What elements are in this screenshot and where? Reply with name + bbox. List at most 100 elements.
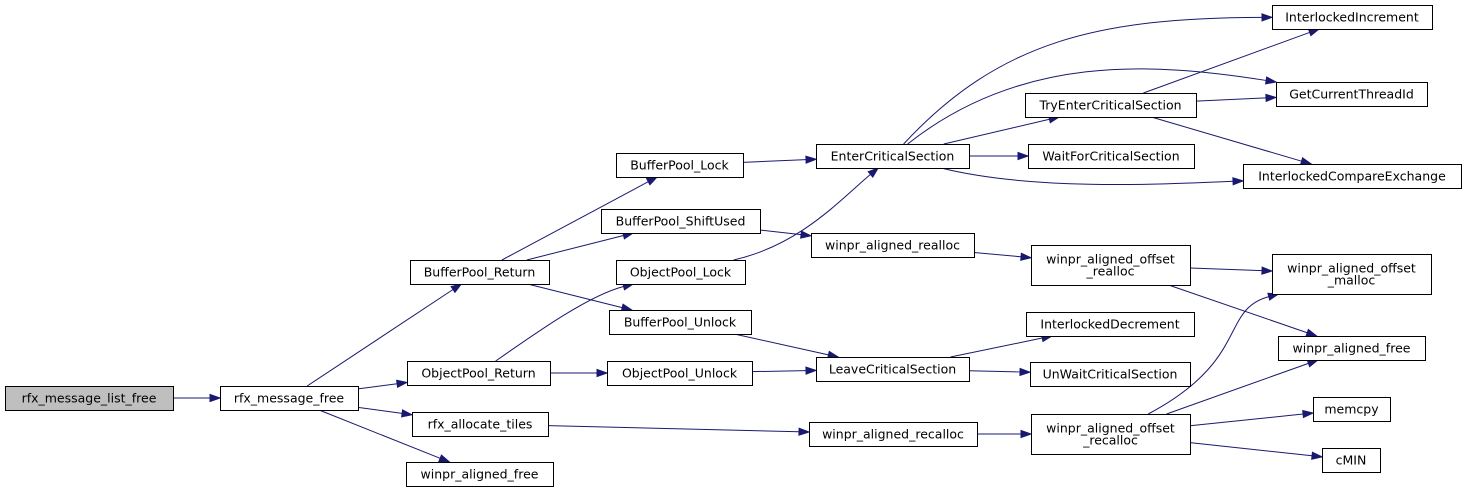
node-label: winpr_aligned_offset [1046, 421, 1175, 436]
node-label: rfx_message_free [234, 391, 345, 406]
edge-line [1189, 442, 1313, 457]
node-msgfree[interactable]: rfx_message_free [220, 386, 359, 411]
edge-line [306, 289, 454, 387]
node-memcpy[interactable]: memcpy [1313, 397, 1391, 422]
node-label: BufferPool_Unlock [624, 315, 737, 330]
node-op-return[interactable]: ObjectPool_Return [407, 361, 551, 386]
node-label: _realloc [1086, 264, 1135, 279]
edge-line [1166, 362, 1309, 415]
node-leave-cs[interactable]: LeaveCriticalSection [816, 357, 970, 382]
edge-enter_cs-to-gctid [907, 68, 1278, 145]
edge-line [495, 285, 624, 362]
edge-try_enter-to-gctid [1195, 93, 1278, 103]
node-gctid[interactable]: GetCurrentThreadId [1276, 82, 1428, 107]
edge-line [547, 425, 800, 433]
edge-line [733, 174, 871, 261]
node-box [1272, 5, 1433, 30]
edge-op_lock-to-enter_cs [733, 167, 880, 261]
edge-alloc_tiles-to-warc [547, 425, 811, 436]
node-box [1243, 164, 1462, 189]
edge-line [943, 118, 1050, 145]
node-idec[interactable]: InterlockedDecrement [1026, 312, 1195, 337]
edge-line [526, 234, 624, 261]
edge-root-to-msgfree [173, 393, 222, 403]
node-box [412, 412, 549, 437]
node-label: winpr_aligned_realloc [825, 238, 960, 253]
node-unwait[interactable]: UnWaitCriticalSection [1030, 362, 1191, 387]
arrowhead [805, 155, 818, 164]
node-waf2[interactable]: winpr_aligned_free [1278, 336, 1426, 361]
node-label: InterlockedDecrement [1040, 317, 1179, 332]
edge-bp_unlock-to-leave_cs [734, 333, 840, 359]
edge-line [734, 333, 829, 356]
node-try-enter[interactable]: TryEnterCriticalSection [1025, 93, 1197, 118]
node-label: winpr_aligned_offset [1046, 252, 1175, 267]
node-box [601, 209, 761, 234]
node-label: _recalloc [1082, 433, 1138, 448]
node-box [406, 462, 554, 487]
node-bp-unlock[interactable]: BufferPool_Unlock [609, 310, 752, 335]
edge-leave_cs-to-unwait [968, 367, 1032, 377]
node-bp-return[interactable]: BufferPool_Return [410, 260, 550, 285]
arrowhead [1264, 76, 1278, 85]
node-war[interactable]: winpr_aligned_realloc [811, 233, 975, 258]
node-label: GetCurrentThreadId [1289, 87, 1414, 102]
node-op-unlock[interactable]: ObjectPool_Unlock [607, 361, 753, 386]
node-box [407, 361, 551, 386]
edge-line [1189, 267, 1263, 272]
edge-waorc-to-cmin [1189, 442, 1324, 460]
edge-line [1147, 296, 1269, 415]
edge-line [1189, 413, 1304, 427]
arrowhead [1261, 13, 1274, 22]
node-label: winpr_aligned_free [421, 467, 539, 482]
node-box [220, 386, 359, 411]
edge-waorc-to-waom [1147, 292, 1280, 415]
node-box [816, 357, 970, 382]
edge-enter_cs-to-try_enter [943, 115, 1061, 145]
node-cmin[interactable]: cMIN [1322, 448, 1381, 473]
arrowhead [209, 393, 222, 403]
edge-line [357, 406, 403, 414]
node-label: TryEnterCriticalSection [1038, 98, 1181, 113]
arrowhead [401, 409, 414, 418]
node-box [1276, 82, 1428, 107]
node-root[interactable]: rfx_message_list_free [5, 386, 174, 411]
node-bp-lock[interactable]: BufferPool_Lock [616, 153, 744, 178]
node-warc[interactable]: winpr_aligned_recalloc [809, 422, 978, 447]
node-wait-cs[interactable]: WaitForCriticalSection [1028, 144, 1195, 169]
arrowhead [645, 176, 659, 186]
node-label: memcpy [1324, 402, 1379, 417]
edge-enter_cs-to-iinc [903, 13, 1274, 145]
node-label: ObjectPool_Return [421, 366, 535, 381]
edge-warc-to-waorc [977, 429, 1033, 439]
arrowhead [1265, 93, 1278, 103]
edge-line [973, 251, 1022, 258]
node-waom[interactable]: winpr_aligned_offset_malloc [1272, 254, 1432, 295]
edge-war-to-waor [973, 251, 1033, 261]
node-label: BufferPool_Return [424, 265, 536, 280]
node-waf1[interactable]: winpr_aligned_free [406, 462, 554, 487]
node-label: _malloc [1327, 273, 1376, 288]
edge-line [1168, 284, 1308, 334]
node-bp-shift[interactable]: BufferPool_ShiftUsed [601, 209, 761, 234]
node-label: BufferPool_Lock [630, 158, 729, 173]
edge-line [1143, 31, 1310, 94]
edge-line [1195, 97, 1267, 102]
node-iinc[interactable]: InterlockedIncrement [1272, 5, 1433, 30]
node-enter-cs[interactable]: EnterCriticalSection [816, 144, 970, 169]
arrowhead [1232, 177, 1245, 186]
node-waor[interactable]: winpr_aligned_offset_realloc [1031, 245, 1191, 286]
node-box [1313, 397, 1391, 422]
node-icx[interactable]: InterlockedCompareExchange [1243, 164, 1462, 189]
arrowhead [800, 230, 813, 239]
arrowhead [1020, 252, 1033, 261]
node-box [616, 153, 744, 178]
node-label: LeaveCriticalSection [829, 362, 956, 377]
edge-leave_cs-to-idec [950, 334, 1054, 358]
edge-line [907, 68, 1267, 145]
node-waorc[interactable]: winpr_aligned_offset_recalloc [1031, 414, 1191, 455]
node-alloc-tiles[interactable]: rfx_allocate_tiles [412, 412, 549, 437]
arrowhead [1302, 409, 1315, 419]
edge-enter_cs-to-wait_cs [969, 151, 1030, 161]
node-op-lock[interactable]: ObjectPool_Lock [616, 260, 746, 285]
